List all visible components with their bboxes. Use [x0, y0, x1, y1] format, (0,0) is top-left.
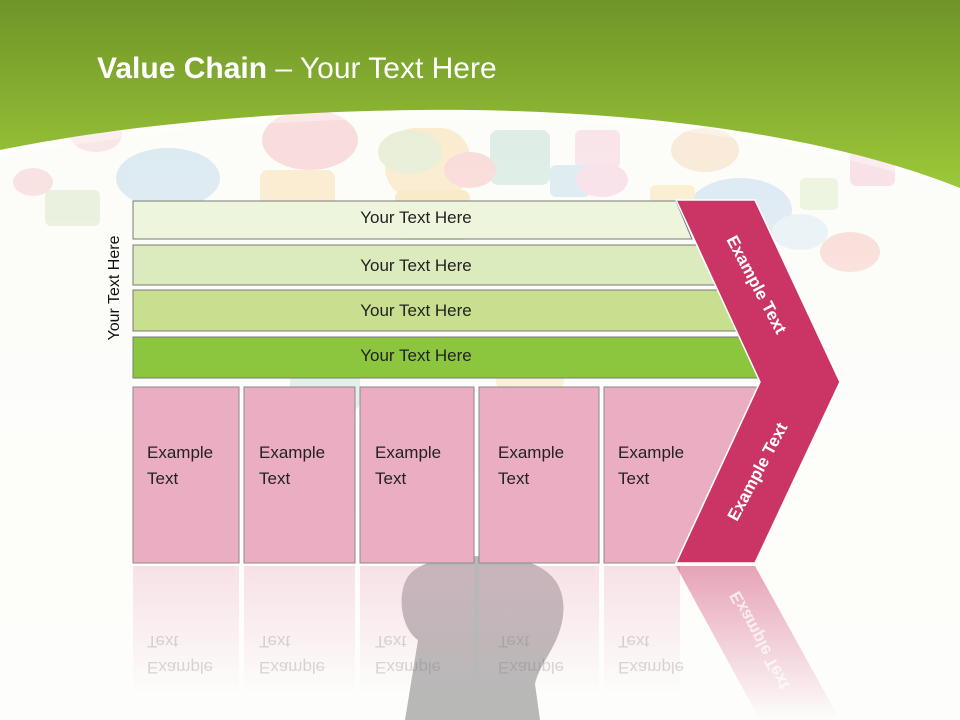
activity-column-label-2: Example Text — [259, 440, 325, 492]
column-line1: Example — [375, 443, 442, 462]
reflection-label: Example Text — [147, 628, 213, 680]
reflection-line2: Text — [618, 632, 650, 651]
reflection-label: Example Text — [498, 628, 564, 680]
reflection-line1: Example — [147, 658, 214, 677]
reflection-line1: Example — [498, 658, 565, 677]
support-row-label-3: Your Text Here — [360, 301, 472, 320]
activity-column-label-3: Example Text — [375, 440, 441, 492]
margin-chevron — [674, 199, 841, 564]
support-row-label-4: Your Text Here — [360, 346, 472, 365]
reflection-label: Example Text — [259, 628, 325, 680]
activity-column-label-1: Example Text — [147, 440, 213, 492]
column-line1: Example — [147, 443, 214, 462]
reflection-line1: Example — [375, 658, 442, 677]
column-line1: Example — [498, 443, 565, 462]
reflection-line1: Example — [618, 658, 685, 677]
column-line2: Text — [375, 469, 407, 488]
reflection-line2: Text — [147, 632, 179, 651]
column-line2: Text — [498, 469, 530, 488]
reflection-line2: Text — [259, 632, 291, 651]
activity-column-label-5: Example Text — [618, 440, 684, 492]
title-rest: – Your Text Here — [267, 52, 497, 85]
activity-column-2 — [243, 386, 356, 564]
column-line1: Example — [259, 443, 326, 462]
reflection-line2: Text — [498, 632, 530, 651]
reflection-label: Example Text — [375, 628, 441, 680]
title-bold: Value Chain — [97, 52, 268, 85]
activity-column-label-4: Example Text — [498, 440, 564, 492]
activity-column-3 — [359, 386, 475, 564]
support-row-label-2: Your Text Here — [360, 256, 472, 275]
support-row-bar-1 — [132, 200, 693, 240]
side-label: Your Text Here — [106, 235, 123, 341]
activity-column-4 — [478, 386, 600, 564]
header-band — [0, 0, 960, 188]
reflection-line1: Example — [259, 658, 326, 677]
column-line1: Example — [618, 443, 685, 462]
support-row-label-1: Your Text Here — [360, 208, 472, 227]
column-line2: Text — [259, 469, 291, 488]
slide-title: Value Chain – Your Text Here — [97, 52, 497, 86]
column-line2: Text — [147, 469, 179, 488]
reflection-line2: Text — [375, 632, 407, 651]
activity-column-1 — [132, 386, 240, 564]
column-line2: Text — [618, 469, 650, 488]
reflection-label: Example Text — [618, 628, 684, 680]
